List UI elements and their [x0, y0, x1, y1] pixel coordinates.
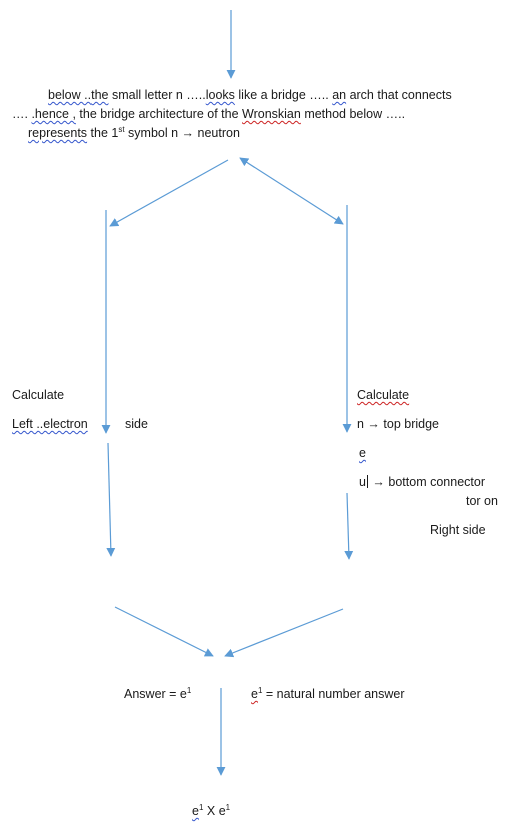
arrow-left-lower [106, 442, 116, 557]
intro-text: the bridge architecture of the [75, 107, 243, 121]
left-side-label: side [125, 417, 148, 431]
arrow-split-right [239, 157, 344, 225]
answer-def-e: e [251, 687, 258, 701]
arrow-right-lower [344, 492, 354, 560]
intro-text: like a bridge ….. [234, 88, 333, 102]
intro-text: arch that connects [346, 88, 452, 102]
final-product: e1 X e1 [192, 802, 231, 818]
left-electron-label: Left ..electron [12, 418, 88, 431]
left-calculate-label: Calculate [12, 388, 65, 402]
right-side-label: Right side [430, 523, 486, 537]
answer-def-text: = natural number answer [262, 687, 405, 701]
intro-text: the 1 [87, 126, 119, 140]
answer-label: Answer = e1 [124, 685, 192, 701]
final-sup2: 1 [225, 802, 231, 812]
intro-word-hence: .hence , [31, 107, 76, 121]
right-e-text: e [359, 446, 366, 460]
answer-superscript: 1 [186, 685, 192, 695]
intro-line-1: below ..the small letter n …..looks like… [48, 89, 452, 102]
right-u-bottom-connector: u → bottom connector [359, 475, 485, 489]
right-u-text: u [359, 475, 366, 489]
intro-line-3: represents the 1st symbol n → neutron [28, 124, 240, 140]
intro-word-below: below .. [48, 88, 92, 102]
intro-text: method below ….. [300, 107, 406, 121]
final-sup1: 1 [198, 802, 204, 812]
text-cursor [366, 475, 368, 488]
right-calculate-label: Calculate [357, 389, 409, 402]
right-u-rest: → bottom connector [368, 475, 485, 489]
left-electron-text: Left ..electron [12, 417, 88, 431]
answer-text: Answer = e [124, 687, 187, 701]
arrow-split-left [109, 159, 229, 227]
intro-word-wronskian: Wronskian [242, 107, 301, 121]
right-n-top-bridge: n → top bridge [357, 417, 439, 431]
final-e1: e [192, 804, 199, 818]
right-tor-on: tor on [466, 494, 498, 508]
answer-def-superscript: 1 [257, 685, 263, 695]
intro-superscript: st [118, 124, 125, 134]
right-calculate-text: Calculate [357, 388, 410, 402]
intro-word-represents: represents [28, 126, 88, 140]
intro-text: …. [12, 107, 32, 121]
intro-line-2: …. .hence , the bridge architecture of t… [12, 108, 405, 121]
intro-text: small letter n ….. [108, 88, 206, 102]
arrow-merge-left [114, 606, 214, 657]
arrow-merge-right [224, 608, 344, 658]
intro-word-the: the [91, 88, 109, 102]
answer-definition: e1 = natural number answer [251, 685, 405, 701]
final-times: X e [203, 804, 226, 818]
intro-text: symbol n → neutron [124, 126, 240, 140]
intro-word-looks: looks [205, 88, 235, 102]
intro-word-an: an [332, 88, 347, 102]
right-e-label: e [359, 447, 366, 460]
